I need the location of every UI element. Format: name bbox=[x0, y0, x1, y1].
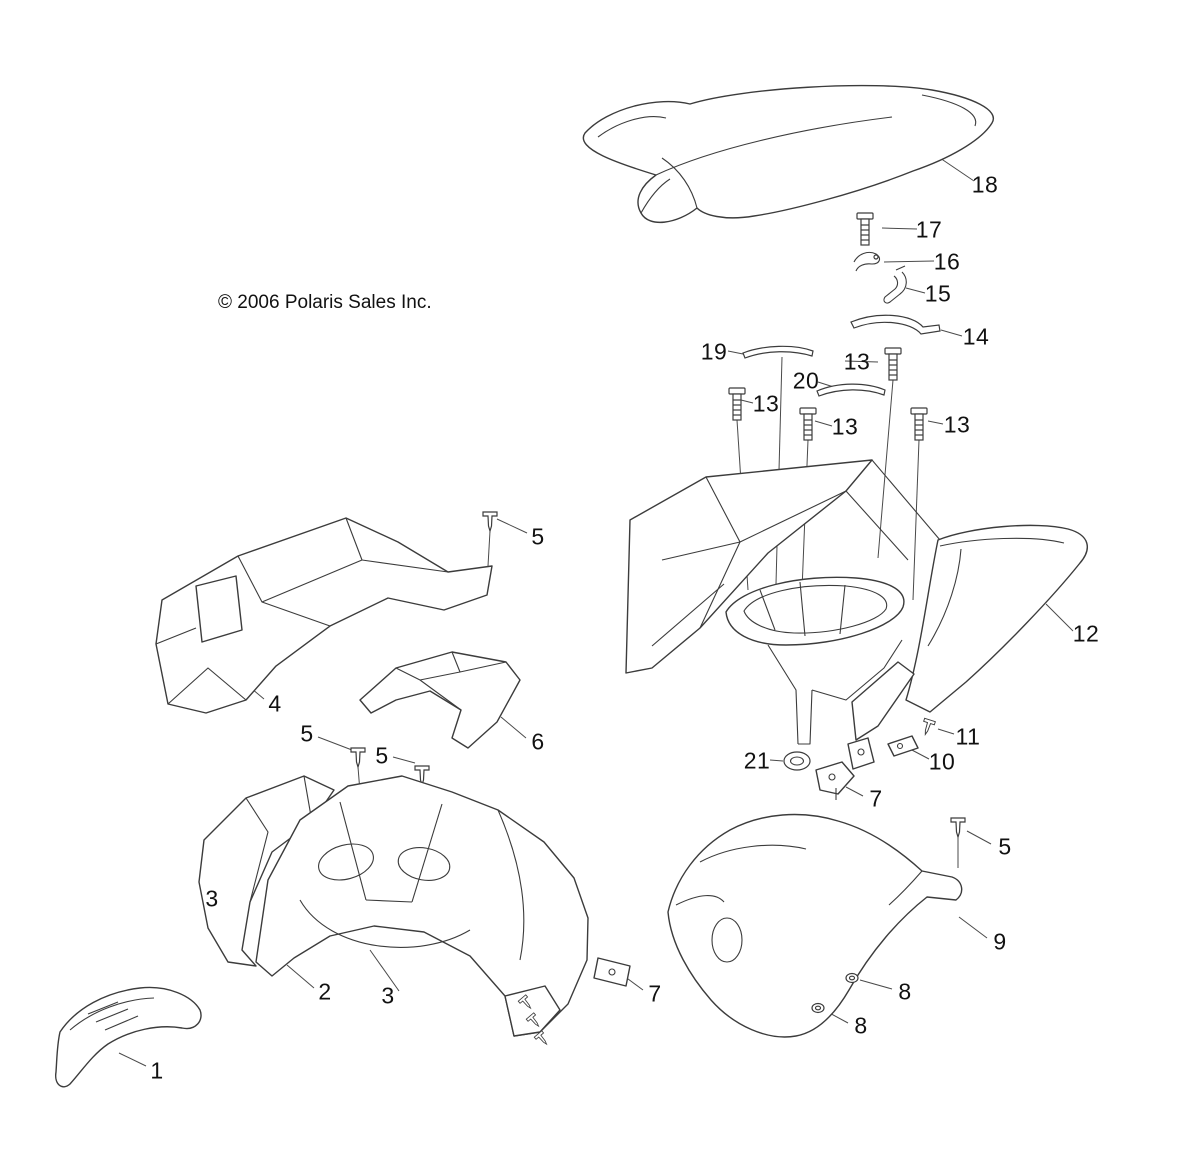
callout-12: 12 bbox=[1072, 620, 1100, 647]
callout-2: 2 bbox=[318, 978, 332, 1005]
callout-20: 20 bbox=[792, 367, 820, 394]
callout-13: 13 bbox=[943, 411, 971, 438]
part-screw-11 bbox=[919, 717, 936, 737]
part-rod-14 bbox=[850, 314, 941, 335]
part-rear-fender-left bbox=[155, 517, 493, 714]
callout-17: 17 bbox=[915, 216, 943, 243]
part-bracket-7 bbox=[593, 957, 631, 987]
part-nut-8 bbox=[845, 972, 859, 984]
part-seat bbox=[582, 84, 995, 224]
callout-16: 16 bbox=[933, 248, 961, 275]
callout-3: 3 bbox=[205, 885, 219, 912]
part-rod-20 bbox=[816, 383, 886, 397]
callout-7: 7 bbox=[869, 785, 883, 812]
callout-18: 18 bbox=[971, 171, 999, 198]
callout-13: 13 bbox=[831, 413, 859, 440]
callout-5: 5 bbox=[375, 742, 389, 769]
part-front-cab bbox=[198, 775, 589, 1048]
copyright-text: © 2006 Polaris Sales Inc. bbox=[218, 292, 432, 313]
part-rod-19 bbox=[742, 345, 814, 359]
callout-4: 4 bbox=[268, 690, 282, 717]
part-bracket-10 bbox=[887, 735, 919, 757]
callout-7: 7 bbox=[648, 980, 662, 1007]
part-screw-5 bbox=[482, 511, 498, 532]
callout-10: 10 bbox=[928, 748, 956, 775]
part-bolt-13 bbox=[884, 347, 902, 381]
callout-5: 5 bbox=[998, 833, 1012, 860]
callout-1: 1 bbox=[150, 1057, 164, 1084]
callout-8: 8 bbox=[854, 1012, 868, 1039]
part-rear-cab bbox=[625, 459, 1088, 770]
part-screw-5 bbox=[350, 747, 366, 768]
callout-5: 5 bbox=[531, 523, 545, 550]
callout-8: 8 bbox=[898, 978, 912, 1005]
callout-14: 14 bbox=[962, 323, 990, 350]
part-bolt-13 bbox=[910, 407, 928, 441]
part-side-panel-right bbox=[667, 813, 963, 1038]
callout-19: 19 bbox=[700, 338, 728, 365]
callout-9: 9 bbox=[993, 928, 1007, 955]
part-grommet-21 bbox=[783, 751, 811, 771]
callout-11: 11 bbox=[955, 723, 981, 750]
callout-6: 6 bbox=[531, 728, 545, 755]
callout-13: 13 bbox=[843, 348, 871, 375]
part-clip-16 bbox=[853, 251, 881, 272]
part-screw-5 bbox=[950, 817, 966, 838]
part-bolt-17 bbox=[856, 212, 874, 246]
callout-5: 5 bbox=[300, 720, 314, 747]
callout-3: 3 bbox=[381, 982, 395, 1009]
part-bolt-13 bbox=[799, 407, 817, 441]
callout-21: 21 bbox=[743, 747, 771, 774]
part-bracket-7 bbox=[815, 761, 855, 800]
part-front-fender bbox=[55, 986, 202, 1088]
part-hook-15 bbox=[883, 265, 907, 304]
callout-15: 15 bbox=[924, 280, 952, 307]
callout-13: 13 bbox=[752, 390, 780, 417]
part-bolt-13 bbox=[728, 387, 746, 421]
part-center-console bbox=[359, 651, 521, 749]
part-nut-8 bbox=[811, 1002, 825, 1014]
